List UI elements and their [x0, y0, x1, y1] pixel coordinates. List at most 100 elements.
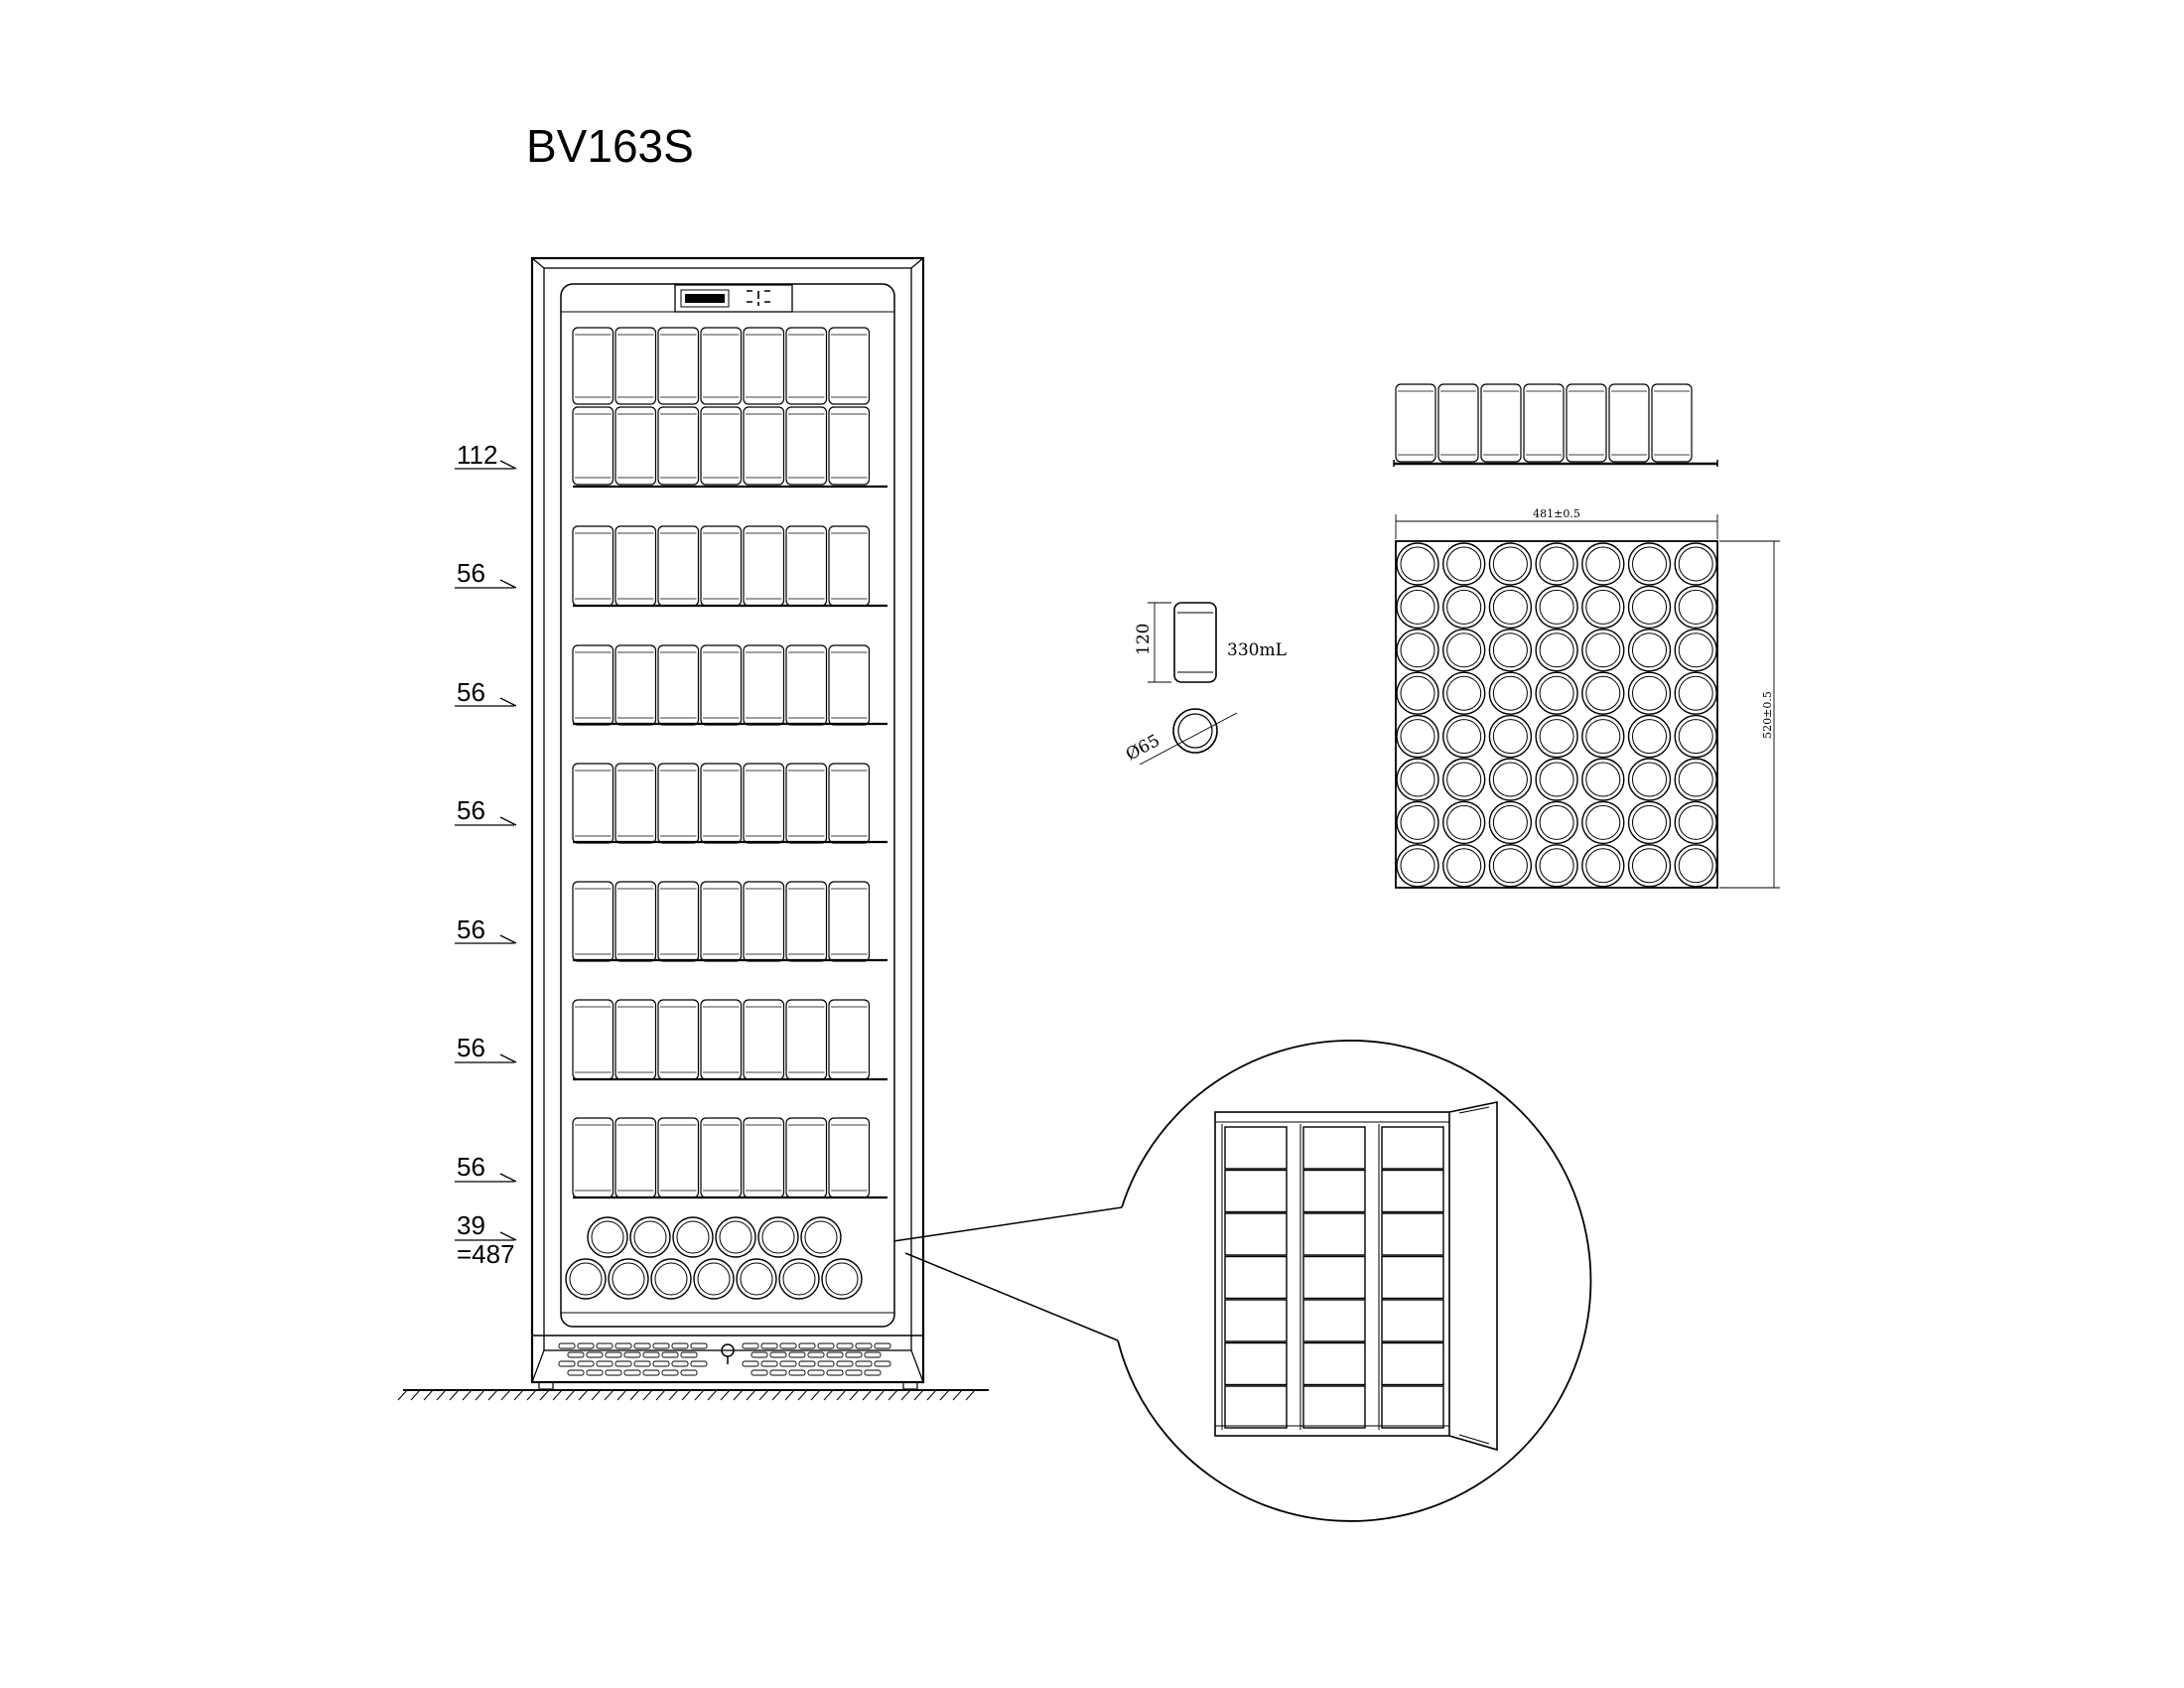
tray-can: [1488, 585, 1533, 630]
capacity-value: 56: [457, 558, 485, 588]
capacity-value: 56: [457, 1152, 485, 1182]
can-height-label: 120: [1134, 624, 1154, 655]
tray-can: [1627, 800, 1672, 845]
capacity-label: 56: [455, 795, 517, 826]
vent-slot: [614, 1342, 632, 1349]
vent-slot: [826, 1351, 844, 1358]
detail-can: [1302, 1255, 1366, 1300]
vent-slot: [874, 1342, 891, 1349]
upright-can: [700, 881, 743, 962]
tray-can: [1535, 844, 1578, 888]
vent-slot: [807, 1351, 825, 1358]
magnifier-leader-lower: [904, 1252, 1119, 1341]
vent-slot: [807, 1369, 825, 1376]
detail-can: [1302, 1385, 1366, 1429]
vent-slot: [836, 1360, 854, 1367]
detail-can: [1224, 1169, 1288, 1213]
lying-can: [672, 1216, 714, 1258]
detail-can: [1381, 1169, 1444, 1213]
upright-can: [743, 881, 785, 962]
vent-slot: [633, 1342, 651, 1349]
detail-can: [1302, 1212, 1366, 1256]
vent-slot: [661, 1369, 679, 1376]
tray-can: [1488, 714, 1533, 759]
upright-can: [657, 406, 700, 486]
detail-can: [1302, 1299, 1366, 1342]
tray-can: [1674, 714, 1717, 759]
capacity-label: 56: [455, 558, 517, 589]
vent-slot: [558, 1360, 576, 1367]
detail-can: [1224, 1212, 1288, 1256]
upright-can: [614, 1117, 657, 1198]
upright-can: [785, 999, 828, 1080]
tray-can: [1627, 714, 1672, 759]
fridge-front-view: [530, 256, 925, 1390]
upright-can: [572, 1117, 614, 1198]
tray-can: [1674, 844, 1717, 888]
vent-slot: [864, 1351, 882, 1358]
capacity-label: 39: [455, 1210, 517, 1241]
tray-outline: [1395, 540, 1718, 889]
upright-can: [743, 406, 785, 486]
vent-slot: [680, 1351, 698, 1358]
vent-slot: [680, 1369, 698, 1376]
upright-can: [785, 644, 828, 726]
tray-can: [1396, 542, 1439, 586]
can-volume-label: 330mL: [1227, 640, 1287, 660]
upright-can: [785, 406, 828, 486]
detail-can: [1224, 1299, 1288, 1342]
tray-can: [1535, 800, 1578, 845]
lying-can: [693, 1258, 735, 1300]
tray-can: [1535, 585, 1578, 630]
vent-slot: [605, 1351, 622, 1358]
floor-hatch: [397, 1389, 989, 1401]
detail-can: [1381, 1299, 1444, 1342]
tray-can: [1396, 758, 1439, 801]
detail-can: [1302, 1169, 1366, 1213]
vent-slot: [845, 1351, 863, 1358]
tray-can: [1441, 758, 1486, 801]
tray-can: [1396, 844, 1439, 888]
capacity-label: 56: [455, 1033, 517, 1063]
upright-can: [657, 644, 700, 726]
upright-can: [828, 644, 871, 726]
upright-can: [743, 525, 785, 607]
control-panel-icon: [674, 284, 793, 313]
upright-can: [1523, 383, 1565, 463]
tray-can: [1441, 671, 1486, 715]
upright-can: [828, 999, 871, 1080]
vent-slot: [642, 1369, 660, 1376]
detail-can: [1381, 1126, 1444, 1170]
vent-slot: [826, 1369, 844, 1376]
vent-grille-left: [558, 1342, 708, 1376]
tray-can: [1581, 542, 1625, 586]
tray-can: [1581, 585, 1625, 630]
vent-slot: [769, 1351, 787, 1358]
tray-can: [1488, 629, 1533, 672]
vent-slot: [614, 1360, 632, 1367]
upright-can: [614, 525, 657, 607]
vent-slot: [596, 1342, 614, 1349]
tray-can: [1535, 714, 1578, 759]
upright-can: [614, 999, 657, 1080]
vent-slot: [642, 1351, 660, 1358]
lying-can: [650, 1258, 692, 1300]
upright-can: [657, 1117, 700, 1198]
lying-can: [821, 1258, 863, 1300]
upright-can: [614, 881, 657, 962]
upright-can: [785, 525, 828, 607]
tray-can: [1488, 758, 1533, 801]
vent-slot: [742, 1342, 759, 1349]
vent-slot: [567, 1351, 585, 1358]
tray-width-label: 481±0.5: [1533, 507, 1580, 520]
vent-slot: [586, 1369, 604, 1376]
tray-can: [1535, 629, 1578, 672]
upright-can: [743, 644, 785, 726]
magnifier-leader-upper: [892, 1206, 1123, 1242]
vent-slot: [864, 1369, 882, 1376]
upright-can: [657, 327, 700, 405]
tray-can: [1581, 629, 1625, 672]
detail-can: [1302, 1126, 1366, 1170]
vent-slot: [751, 1369, 768, 1376]
tray-can: [1627, 585, 1672, 630]
